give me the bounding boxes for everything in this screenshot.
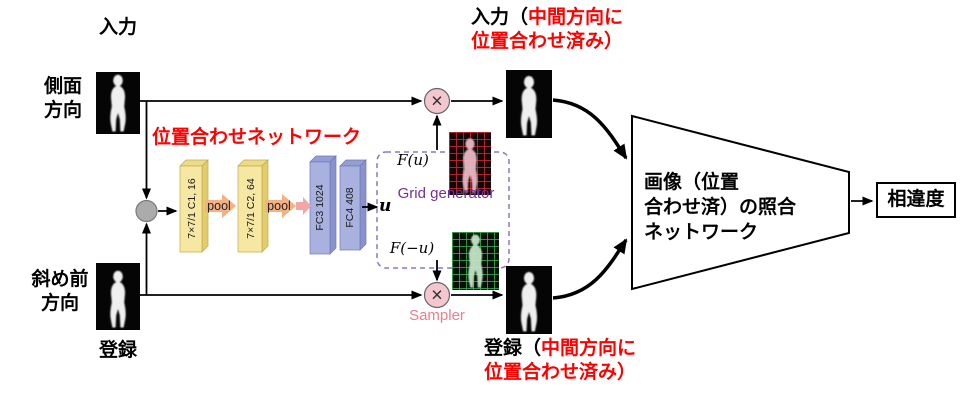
fc-input-arrow — [296, 197, 311, 215]
conv2-label: 7×7/1 C2, 64 — [245, 178, 257, 239]
person-silhouette-icon — [110, 270, 126, 328]
fu-label: F(u) — [397, 151, 429, 169]
fnu-label: F(−u) — [389, 239, 435, 257]
side-view-label: 側面 方向 — [43, 76, 82, 122]
person-silhouette-icon — [520, 76, 538, 136]
pool1-label: pool — [207, 199, 231, 213]
sampler-label: Sampler — [409, 307, 465, 324]
warp-field-image-fu — [449, 132, 491, 195]
grid-generator-label: Grid generator — [397, 185, 495, 202]
aligned-enroll-prefix: 登録（ — [483, 338, 541, 359]
person-silhouette-icon — [110, 74, 126, 132]
flow-arrows — [140, 96, 874, 300]
fc3-block — [309, 155, 337, 255]
vector-u-label: u — [379, 196, 392, 216]
gei-image-aligned-input — [506, 70, 552, 138]
aligned-enroll-red1: 中間方向に — [541, 338, 637, 359]
person-silhouette-icon — [468, 234, 483, 288]
curve-bottom-to-matcher — [552, 238, 628, 300]
gei-image-side-view — [96, 72, 140, 134]
multiply-node-top: × — [423, 87, 451, 115]
conv1-label: 7×7/1 C1, 16 — [186, 178, 198, 239]
warp-field-image-fnu — [452, 232, 499, 290]
fc3-label: FC3 1024 — [314, 184, 326, 231]
gei-image-aligned-enroll — [506, 266, 552, 334]
alignment-network-title: 位置合わせネットワーク — [152, 127, 362, 148]
oblique-view-label: 斜め前 方向 — [31, 269, 89, 315]
aligned-input-label: 入力（中間方向に 位置合わせ済み） — [437, 6, 657, 55]
aligned-enroll-red2: 位置合わせ済み） — [483, 362, 636, 384]
aligned-input-red1: 中間方向に — [528, 7, 624, 28]
multiply-icon: × — [431, 285, 443, 307]
matcher-input-arrows — [552, 98, 628, 300]
gei-image-oblique-view — [96, 263, 140, 330]
merge-node-icon — [135, 199, 158, 223]
person-silhouette-icon — [520, 272, 538, 332]
dissimilarity-box: 相違度 — [876, 182, 956, 218]
enroll-bottom-label: 登録 — [98, 340, 137, 361]
matcher-trapezoid — [631, 114, 850, 291]
conv2-block — [237, 159, 269, 253]
fc4-block — [339, 159, 367, 251]
aligned-input-red2: 位置合わせ済み） — [470, 31, 623, 53]
fc4-label: FC4 408 — [344, 187, 356, 228]
input-top-label: 入力 — [98, 17, 137, 38]
dissimilarity-label: 相違度 — [887, 188, 945, 210]
pool2-arrow — [265, 194, 296, 218]
aligned-input-prefix: 入力（ — [470, 7, 528, 28]
multiply-node-bottom: × — [423, 281, 451, 309]
curve-top-to-matcher — [552, 98, 628, 160]
matcher-label: 画像（位置 合わせ済）の照合 ネットワーク — [644, 172, 797, 244]
multiply-icon: × — [431, 91, 443, 113]
pool1-arrow — [205, 194, 236, 218]
aligned-enroll-label: 登録（中間方向に 位置合わせ済み） — [450, 337, 670, 386]
conv1-block — [179, 159, 209, 253]
pool2-label: pool — [267, 199, 291, 213]
